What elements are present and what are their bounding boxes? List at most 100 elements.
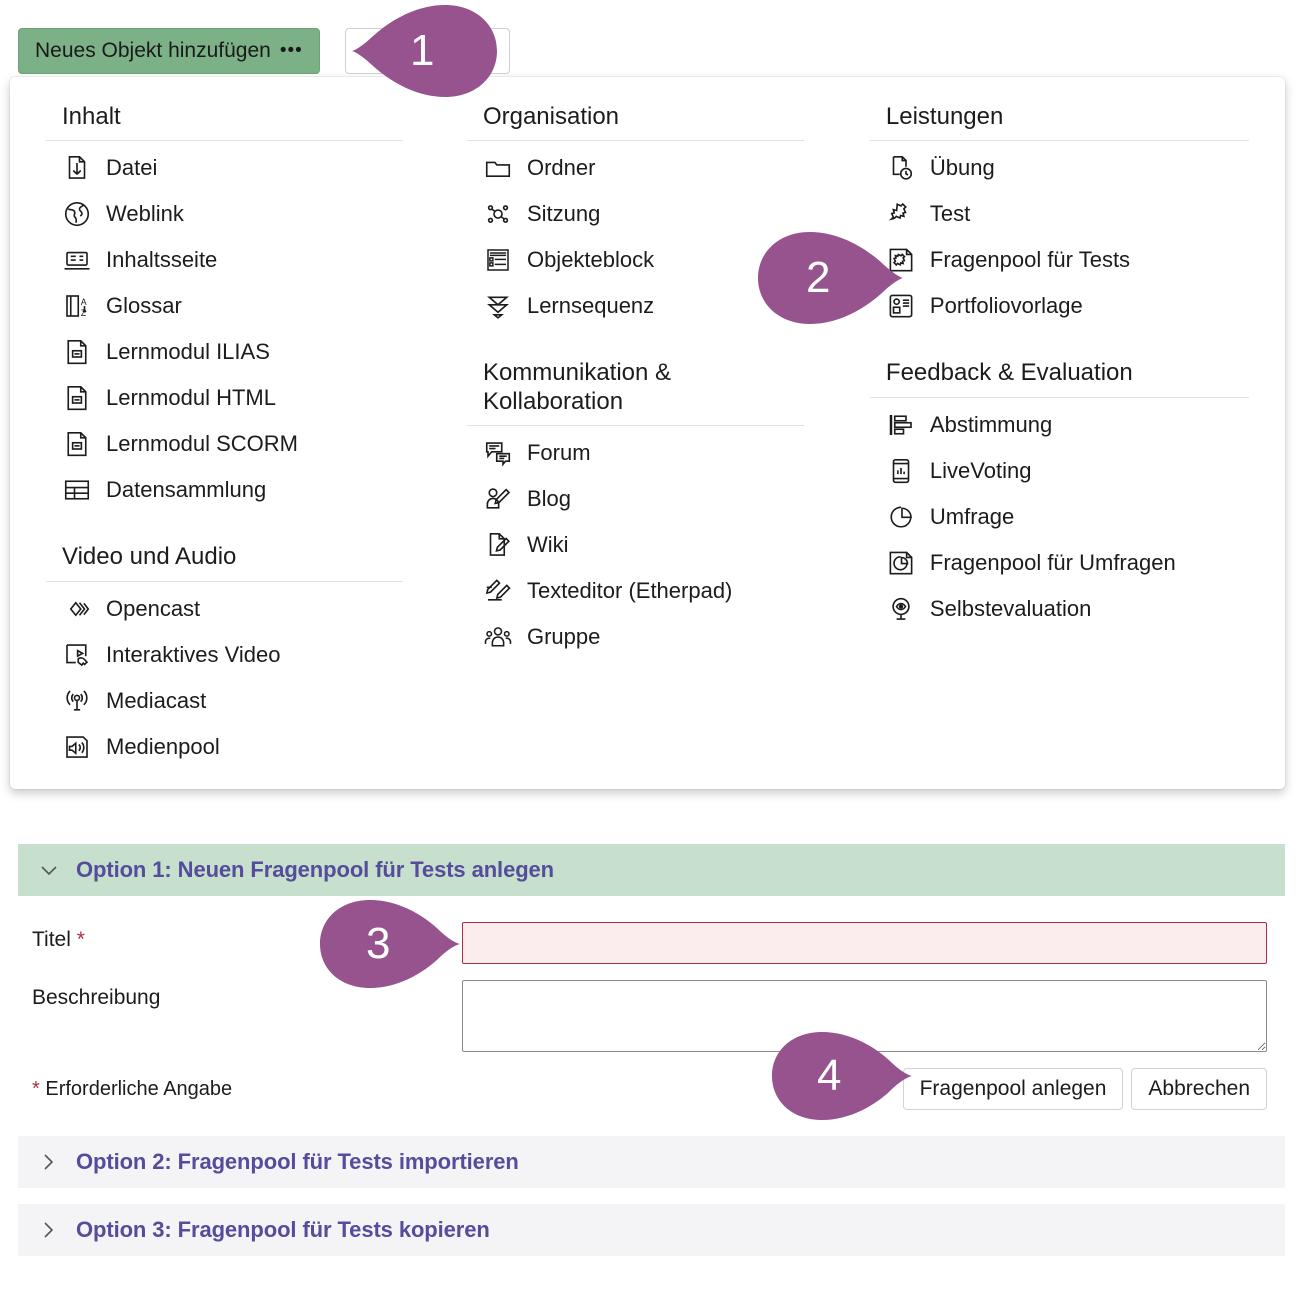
group-title-kommunikation-kollaboration: Kommunikation & Kollaboration xyxy=(466,359,804,426)
manage-button-label: alten xyxy=(445,39,491,62)
menu-item-label: LiveVoting xyxy=(929,457,1032,483)
menu-item-lernmodul-scorm[interactable]: Lernmodul SCORM xyxy=(46,421,403,467)
menu-item-opencast[interactable]: Opencast xyxy=(46,586,403,632)
menu-item-forum[interactable]: Forum xyxy=(467,430,804,476)
description-textarea[interactable] xyxy=(462,980,1267,1052)
menu-item-ordner[interactable]: Ordner xyxy=(467,145,804,191)
broadcast-icon xyxy=(62,686,92,716)
menu-item-label: Medienpool xyxy=(106,733,220,759)
group-title-video-und-audio: Video und Audio xyxy=(46,543,403,582)
menu-item-portfoliovorlage[interactable]: Portfoliovorlage xyxy=(870,283,1249,329)
cancel-button[interactable]: Abbrechen xyxy=(1131,1068,1267,1110)
menu-item-label: Fragenpool für Tests xyxy=(929,247,1131,273)
menu-item-datei[interactable]: Datei xyxy=(46,145,403,191)
menu-item-test[interactable]: Test xyxy=(870,191,1249,237)
menu-item-uebung[interactable]: Übung xyxy=(870,145,1249,191)
menu-item-label: Objekteblock xyxy=(526,247,655,273)
menu-item-label: Opencast xyxy=(106,595,201,621)
menu-item-label: Übung xyxy=(929,155,995,181)
description-row: Beschreibung xyxy=(18,980,1285,1052)
menu-column-leistungen: Leistungen Übung Test Fragenpool für Tes… xyxy=(848,103,1249,789)
menu-item-datensammlung[interactable]: Datensammlung xyxy=(46,467,403,513)
menu-item-inhaltsseite[interactable]: Inhaltsseite xyxy=(46,237,403,283)
menu-item-selbstevaluation[interactable]: Selbstevaluation xyxy=(870,586,1249,632)
question-pool-test-icon xyxy=(886,245,916,275)
survey-pie-icon xyxy=(886,502,916,532)
menu-column-organisation: Organisation Ordner Sitzung Objekteblock… xyxy=(447,103,848,789)
opencast-diamond-icon xyxy=(62,594,92,624)
option-2-header[interactable]: Option 2: Fragenpool für Tests importier… xyxy=(18,1136,1285,1188)
etherpad-icon xyxy=(483,576,513,606)
menu-item-blog[interactable]: Blog xyxy=(467,476,804,522)
form-footer: * Erforderliche Angabe Fragenpool anlege… xyxy=(18,1068,1285,1110)
interactive-video-icon xyxy=(62,640,92,670)
wiki-icon xyxy=(483,530,513,560)
option-1-header[interactable]: Option 1: Neuen Fragenpool für Tests anl… xyxy=(18,844,1285,896)
file-download-icon xyxy=(62,153,92,183)
blog-icon xyxy=(483,484,513,514)
menu-item-label: Ordner xyxy=(526,155,596,181)
menu-item-livevoting[interactable]: LiveVoting xyxy=(870,448,1249,494)
menu-item-label: Portfoliovorlage xyxy=(929,293,1083,319)
menu-item-label: Blog xyxy=(526,485,571,511)
menu-item-fragenpool-fuer-tests[interactable]: Fragenpool für Tests xyxy=(870,237,1249,283)
menu-item-abstimmung[interactable]: Abstimmung xyxy=(870,402,1249,448)
manage-button[interactable]: alten xyxy=(344,28,510,74)
create-question-pool-button[interactable]: Fragenpool anlegen xyxy=(902,1068,1124,1110)
content-page-icon xyxy=(62,245,92,275)
menu-item-fragenpool-fuer-umfragen[interactable]: Fragenpool für Umfragen xyxy=(870,540,1249,586)
menu-item-weblink[interactable]: Weblink xyxy=(46,191,403,237)
group-title-inhalt: Inhalt xyxy=(46,103,403,142)
form-actions: Fragenpool anlegen Abbrechen xyxy=(902,1068,1285,1110)
toolbar: Neues Objekt hinzufügen ••• alten xyxy=(18,28,510,74)
menu-item-interaktives-video[interactable]: Interaktives Video xyxy=(46,632,403,678)
menu-item-label: Inhaltsseite xyxy=(106,247,218,273)
menu-item-mediacast[interactable]: Mediacast xyxy=(46,678,403,724)
menu-item-gruppe[interactable]: Gruppe xyxy=(467,614,804,660)
group-icon xyxy=(483,622,513,652)
svg-text:A: A xyxy=(81,297,87,307)
group-title-organisation: Organisation xyxy=(466,103,804,142)
option-2-title: Option 2: Fragenpool für Tests importier… xyxy=(76,1149,519,1174)
menu-item-label: Mediacast xyxy=(106,687,207,713)
menu-item-label: Lernmodul SCORM xyxy=(106,431,298,457)
menu-item-sitzung[interactable]: Sitzung xyxy=(467,191,804,237)
menu-item-label: Umfrage xyxy=(929,503,1015,529)
title-row: Titel * xyxy=(18,922,1285,964)
svg-text:Z: Z xyxy=(81,308,87,318)
menu-item-label: Fragenpool für Umfragen xyxy=(929,549,1176,575)
required-hint-text: Erforderliche Angabe xyxy=(45,1077,233,1100)
menu-item-label: Interaktives Video xyxy=(106,641,281,667)
menu-item-texteditor-etherpad[interactable]: Texteditor (Etherpad) xyxy=(467,568,804,614)
option-3-header[interactable]: Option 3: Fragenpool für Tests kopieren xyxy=(18,1204,1285,1256)
menu-item-medienpool[interactable]: Medienpool xyxy=(46,724,403,770)
globe-icon xyxy=(62,199,92,229)
chevron-right-icon xyxy=(38,1219,60,1241)
option-1-title: Option 1: Neuen Fragenpool für Tests anl… xyxy=(76,857,555,882)
add-new-object-button[interactable]: Neues Objekt hinzufügen ••• xyxy=(18,28,320,74)
menu-item-lernmodul-html[interactable]: Lernmodul HTML xyxy=(46,375,403,421)
title-input[interactable] xyxy=(462,922,1267,964)
menu-item-label: Datei xyxy=(106,155,158,181)
menu-item-label: Forum xyxy=(526,439,591,465)
folder-icon xyxy=(483,153,513,183)
menu-item-umfrage[interactable]: Umfrage xyxy=(870,494,1249,540)
required-hint: * Erforderliche Angabe xyxy=(18,1078,232,1101)
menu-item-wiki[interactable]: Wiki xyxy=(467,522,804,568)
exercise-clock-icon xyxy=(886,153,916,183)
group-title-leistungen: Leistungen xyxy=(869,103,1249,142)
menu-item-label: Datensammlung xyxy=(106,477,267,503)
menu-item-lernsequenz[interactable]: Lernsequenz xyxy=(467,283,804,329)
chevron-right-icon xyxy=(38,1151,60,1173)
menu-item-objekteblock[interactable]: Objekteblock xyxy=(467,237,804,283)
menu-item-label: Wiki xyxy=(526,531,569,557)
menu-item-lernmodul-ilias[interactable]: Lernmodul ILIAS xyxy=(46,329,403,375)
livevoting-phone-icon xyxy=(886,456,916,486)
session-nodes-icon xyxy=(483,199,513,229)
menu-item-label: Lernmodul HTML xyxy=(106,385,276,411)
